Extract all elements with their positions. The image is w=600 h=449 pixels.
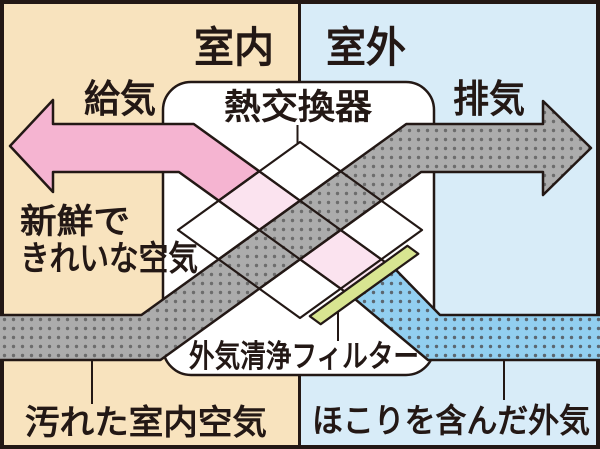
filter-label: 外気清浄フィルター	[189, 339, 419, 374]
fresh-air-label-line1: 新鮮で	[20, 203, 130, 241]
grid-line-b2	[218, 199, 342, 290]
grid-line-a1	[218, 170, 342, 261]
heat-exchanger-label: 熱交換器	[224, 87, 373, 127]
grid-line-a2	[258, 199, 382, 290]
outdoor-label: 室外	[326, 24, 406, 71]
exhaust-air-arrow	[0, 99, 593, 362]
exhaust-air-label: 排気	[453, 79, 525, 121]
dirty-indoor-air-label: 汚れた室内空気	[25, 403, 267, 442]
indoor-label: 室内	[194, 24, 274, 71]
fresh-air-label-line2: きれいな空気	[20, 240, 198, 278]
air-filter-strip	[308, 244, 420, 326]
supply-air-label: 給気	[84, 79, 156, 121]
heat-exchanger-grid	[176, 140, 424, 320]
dusty-outdoor-air-label: ほこりを含んだ外気	[312, 402, 590, 439]
grid-line-b1	[258, 170, 382, 261]
core-outline	[176, 140, 424, 320]
